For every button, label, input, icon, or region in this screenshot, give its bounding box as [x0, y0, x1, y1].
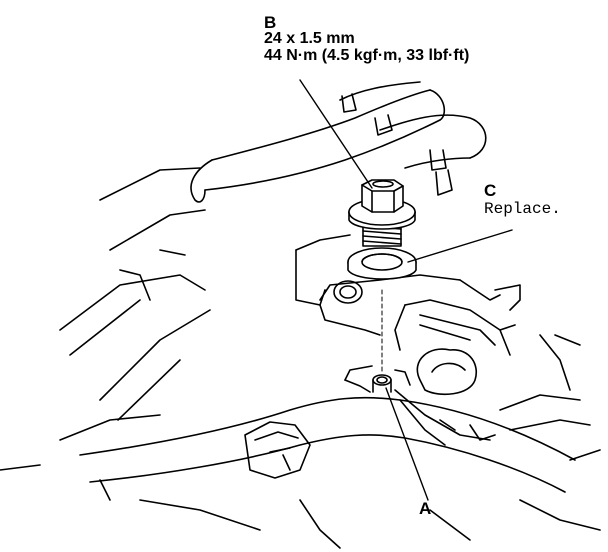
- leader-lines: [299, 79, 513, 501]
- lower-hose: [79, 396, 576, 501]
- hose-brackets: [341, 93, 453, 196]
- drain-bolt-b: [348, 179, 416, 247]
- callout-b-torque: 44 N·m (4.5 kgf·m, 33 lbf·ft): [264, 47, 470, 64]
- drain-hole-area: [344, 365, 591, 446]
- callout-b-size: 24 x 1.5 mm: [264, 30, 355, 47]
- callout-c-note: Replace.: [484, 200, 561, 218]
- upper-hoses: [190, 81, 487, 203]
- callout-b-letter: B: [264, 13, 277, 32]
- leader-a: [385, 387, 429, 501]
- transmission-housing: [295, 234, 581, 391]
- callout-c-letter: C: [484, 181, 497, 200]
- leader-c: [407, 229, 513, 263]
- callout-a-letter: A: [419, 499, 432, 518]
- lower-chassis: [0, 449, 601, 549]
- leader-b: [299, 79, 373, 189]
- sealing-washer-c: [347, 247, 417, 280]
- left-frame: [59, 167, 211, 441]
- housing-boss: [416, 348, 477, 396]
